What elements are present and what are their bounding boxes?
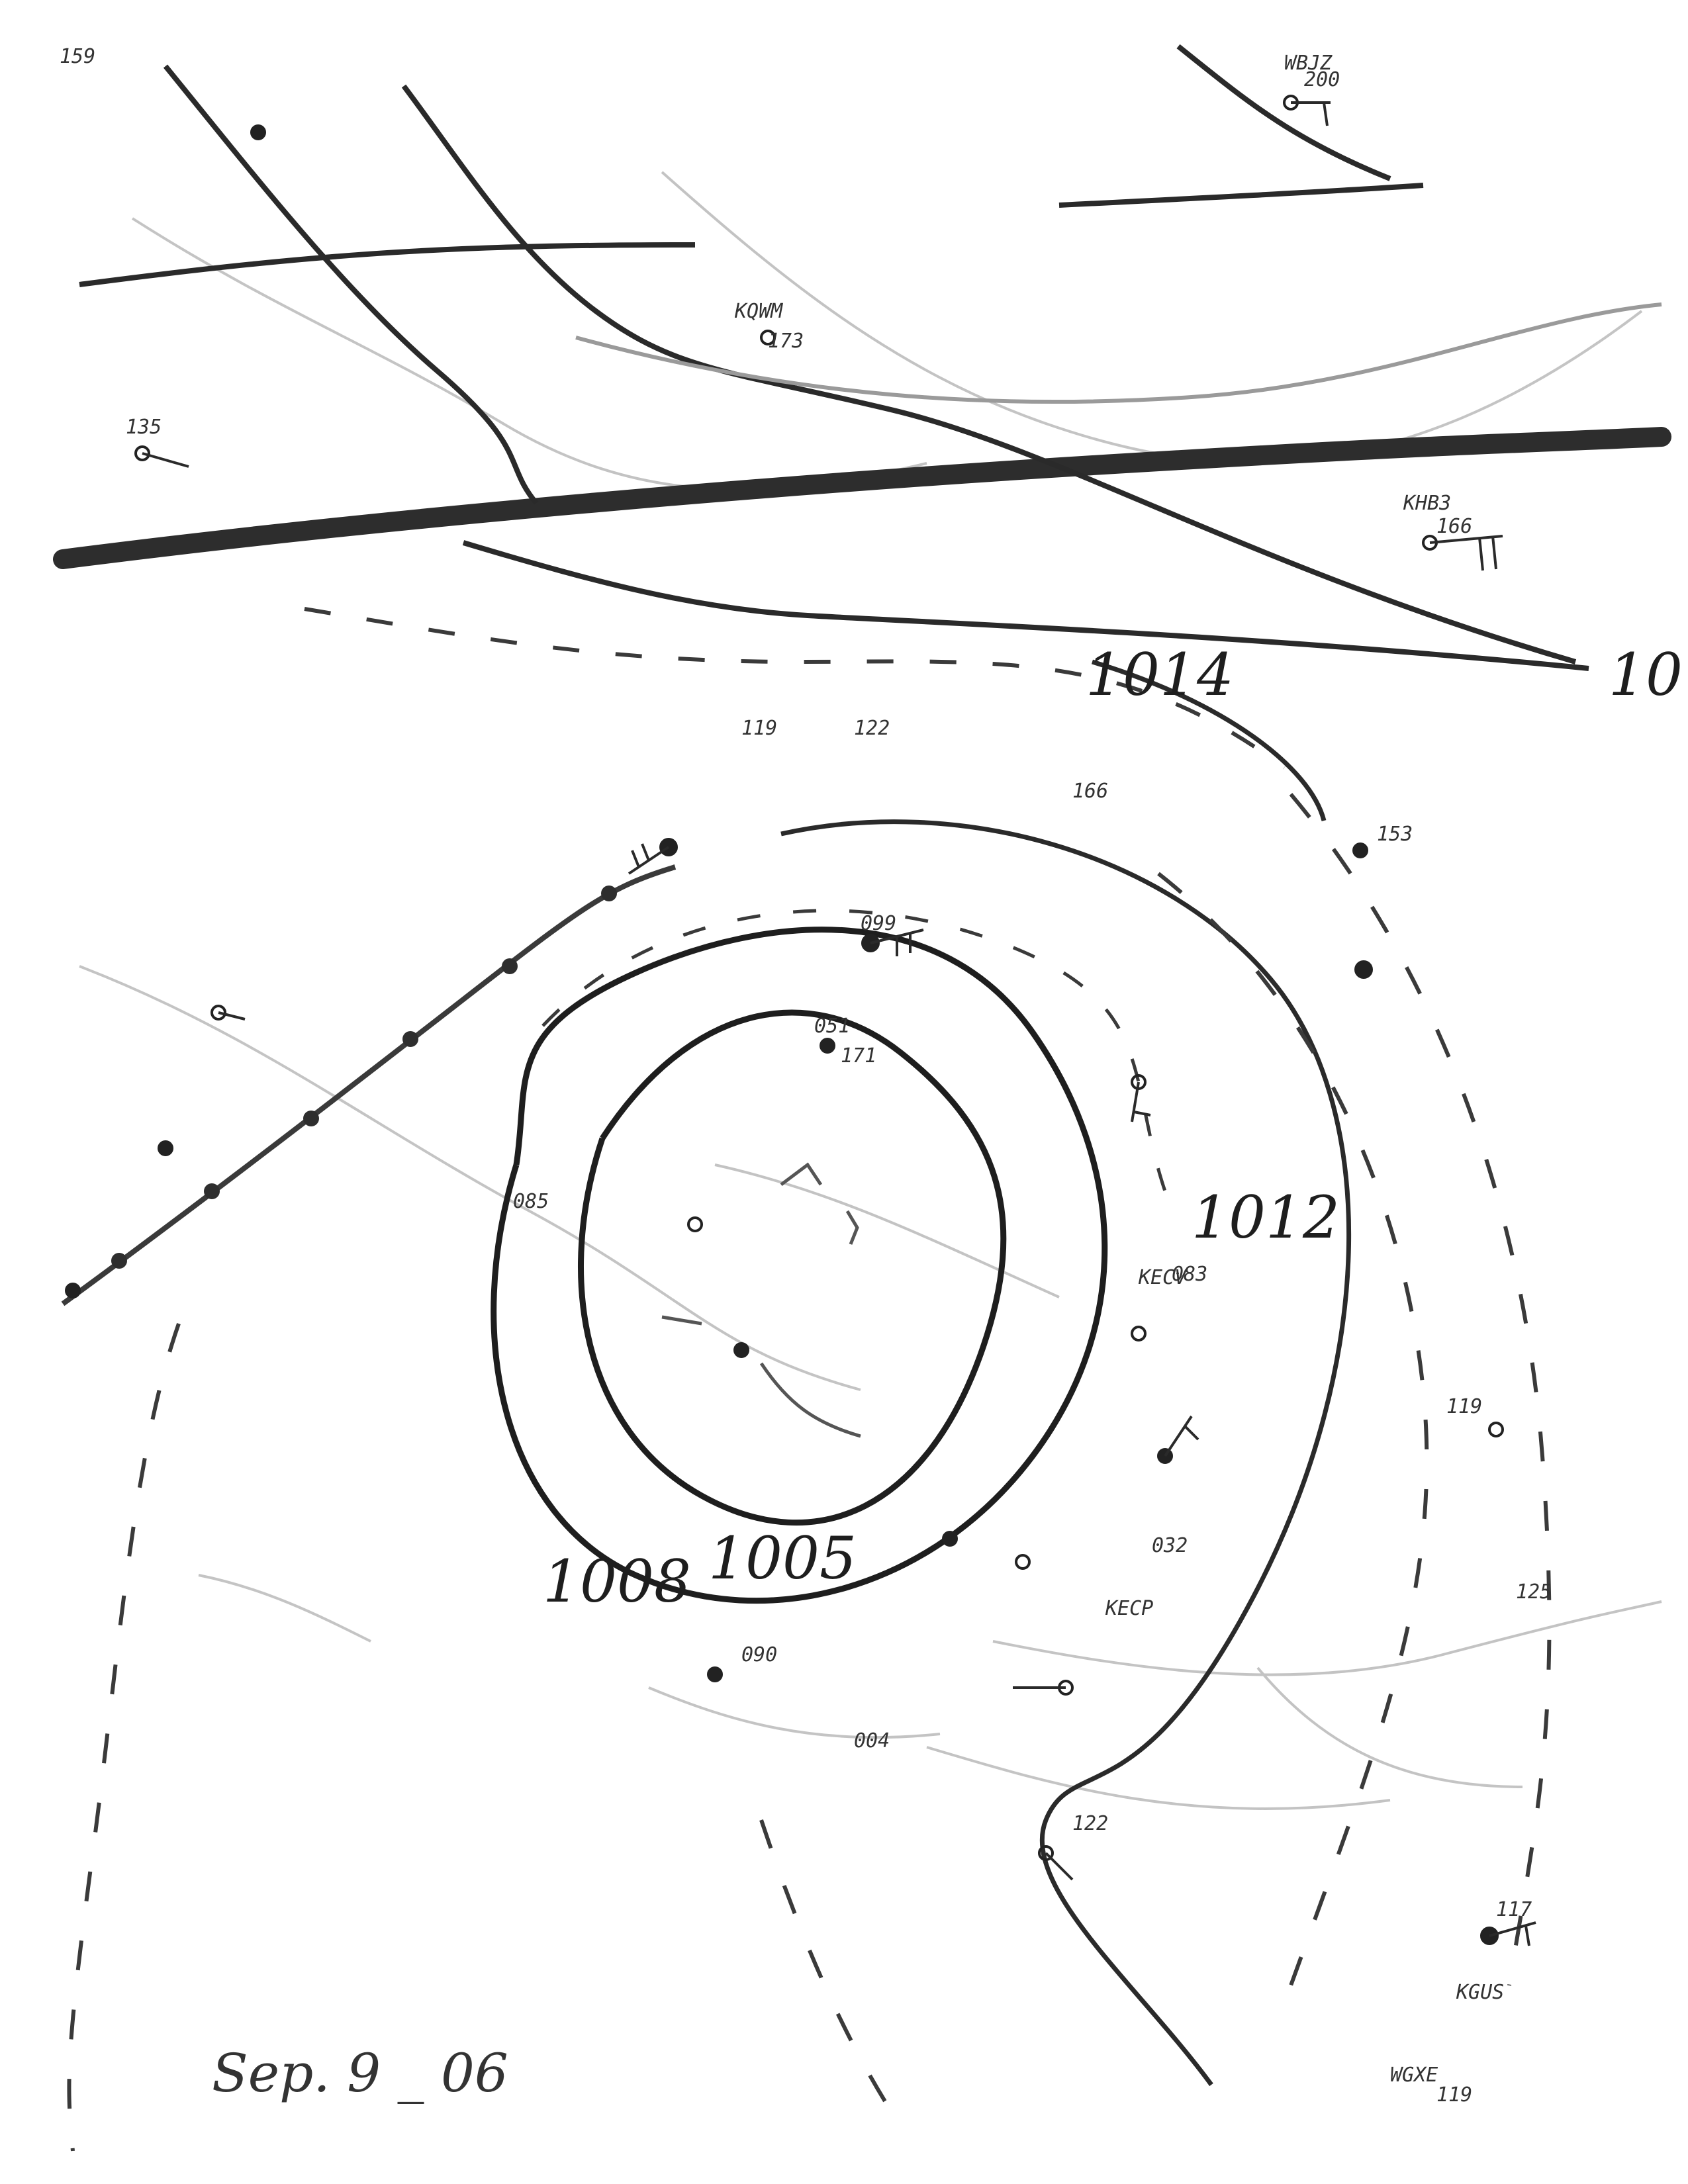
station-value: 117 — [1496, 1898, 1532, 1921]
faint-coastlines — [79, 171, 1662, 1810]
dashed-isobar-north — [304, 607, 1286, 770]
dashed-arc-east-1 — [1157, 872, 1429, 1987]
isobar-1014-arc — [1091, 659, 1327, 821]
station-value: 119 — [1446, 1395, 1482, 1418]
station-id-wgxe: WGXE — [1390, 2064, 1438, 2087]
station-value: 171 — [841, 1044, 876, 1068]
isobar-1012-outer — [780, 819, 1351, 2087]
station-value: 125 — [1516, 1580, 1552, 1604]
thick-front-line — [53, 427, 1671, 569]
station-value: 173 — [768, 330, 804, 353]
station-value: 200 — [1304, 68, 1340, 91]
station-value: 166 — [1436, 515, 1472, 538]
station-value: 004 — [854, 1729, 890, 1752]
isobar-1005 — [578, 1009, 1007, 1526]
station-id-kgus: KGUS — [1456, 1981, 1504, 2004]
station-value: 153 — [1377, 823, 1413, 846]
dashed-arc-south — [759, 1819, 889, 2106]
isobar-1008 — [491, 927, 1108, 1604]
station-value: 099 — [861, 912, 896, 935]
station-value: 135 — [126, 416, 162, 439]
wind-barbs — [142, 101, 1536, 1946]
station-value: 159 — [60, 45, 95, 68]
station-value: 085 — [513, 1190, 549, 1213]
isobar-label-1005: 1005 — [708, 1524, 857, 1592]
front-pips — [111, 886, 617, 1269]
station-id-kecv: KECV — [1138, 1266, 1188, 1289]
station-value: 166 — [1072, 780, 1108, 803]
station-markers — [65, 95, 1504, 1945]
station-value: 122 — [1072, 1812, 1108, 1835]
station-value: 119 — [741, 717, 777, 740]
center-marks — [661, 1162, 861, 1438]
isobar-label-1012: 1012 — [1192, 1183, 1340, 1251]
station-value: 090 — [741, 1643, 777, 1666]
isobar-label-1008: 1008 — [543, 1547, 691, 1615]
station-value: 122 — [854, 717, 890, 740]
grey-isobar-upper — [575, 302, 1662, 404]
station-value: 119 — [1436, 2083, 1472, 2107]
station-id-kqwm: KQWM — [734, 300, 783, 323]
isobar-label-edge: 10 — [1609, 641, 1683, 709]
station-value: 032 — [1152, 1534, 1188, 1557]
map-date-label: Sep. 9 _ 06 — [212, 2042, 508, 2104]
station-id-wbjz: WBJZ — [1284, 52, 1333, 75]
station-id-khb3: KHB3 — [1403, 492, 1451, 515]
isobar-label-1014: 1014 — [1086, 641, 1234, 709]
station-value: 083 — [1172, 1263, 1207, 1286]
station-value: 051 — [814, 1015, 850, 1038]
dashed-arc-west — [67, 1323, 181, 2152]
station-values: 159 135 173 200 166 153 099 051 171 083 … — [60, 45, 1552, 2107]
station-id-kecp: KECP — [1105, 1597, 1153, 1620]
upper-fronts — [79, 44, 1589, 671]
